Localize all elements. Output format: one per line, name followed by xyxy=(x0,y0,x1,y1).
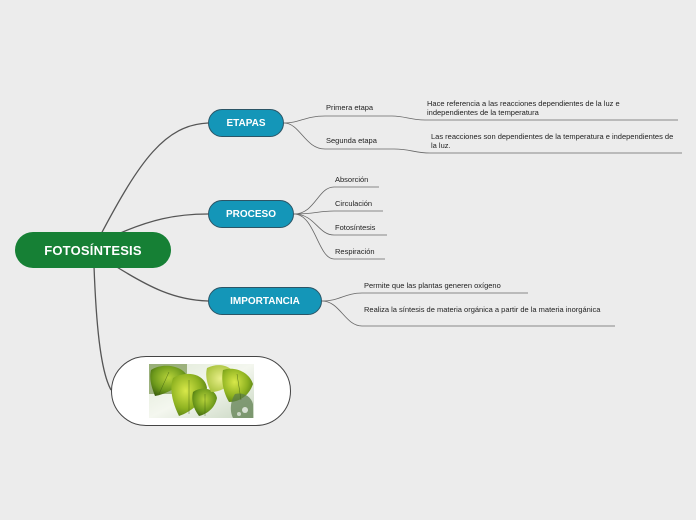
connector-root-proceso xyxy=(117,213,209,235)
green-leaves-photo xyxy=(149,364,254,418)
root-label: FOTOSÍNTESIS xyxy=(44,242,142,258)
branch-node-importancia[interactable]: IMPORTANCIA xyxy=(208,287,322,315)
connector-proceso-circulacion xyxy=(293,210,383,215)
connector-root-importancia xyxy=(111,263,209,302)
connector-etapas-primera xyxy=(283,115,678,124)
connector-proceso-fotosintesis xyxy=(293,213,387,236)
subtopic-segunda-etapa[interactable]: Segunda etapa xyxy=(326,136,377,145)
connector-proceso-absorcion xyxy=(293,186,379,215)
branch-label: ETAPAS xyxy=(226,117,266,129)
subtopic-sintesis-materia[interactable]: Realiza la síntesis de materia orgánica … xyxy=(364,305,601,314)
root-node-fotosintesis[interactable]: FOTOSÍNTESIS xyxy=(15,232,171,268)
branch-node-etapas[interactable]: ETAPAS xyxy=(208,109,284,137)
connector-importancia-sintesis xyxy=(321,300,615,327)
branch-label: IMPORTANCIA xyxy=(230,295,300,307)
detail-primera-etapa[interactable]: Hace referencia a las reacciones dependi… xyxy=(427,99,620,117)
connector-importancia-oxigeno xyxy=(321,292,528,302)
subtopic-primera-etapa[interactable]: Primera etapa xyxy=(326,103,374,112)
connector-root-image xyxy=(93,265,112,391)
subtopic-circulacion[interactable]: Circulación xyxy=(335,199,373,208)
subtopic-absorcion[interactable]: Absorción xyxy=(335,175,369,184)
branch-node-proceso[interactable]: PROCESO xyxy=(208,200,294,228)
branch-label: PROCESO xyxy=(225,208,276,220)
connector-etapas-segunda xyxy=(283,122,682,154)
connector-proceso-respiracion xyxy=(293,213,385,260)
detail-segunda-etapa[interactable]: Las reacciones son dependientes de la te… xyxy=(431,132,674,150)
subtopic-fotosintesis[interactable]: Fotosíntesis xyxy=(335,223,376,232)
subtopic-respiracion[interactable]: Respiración xyxy=(335,247,375,256)
image-node[interactable] xyxy=(111,356,291,426)
connector-root-etapas xyxy=(99,122,209,237)
subtopic-oxigeno[interactable]: Permite que las plantas generen oxígeno xyxy=(364,281,501,290)
